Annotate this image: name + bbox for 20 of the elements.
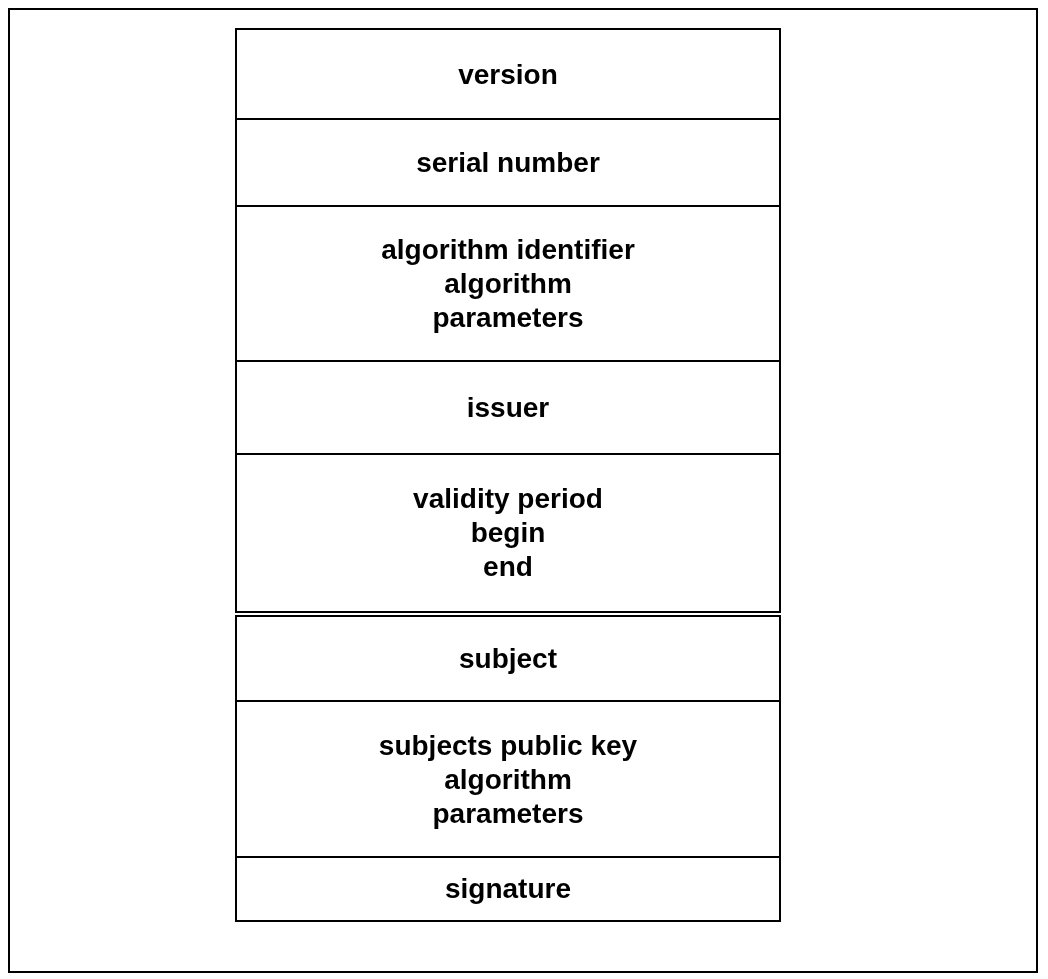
subfield-label: algorithm parameters — [431, 267, 585, 335]
subfield-label: begin — [469, 516, 547, 550]
field-label: validity period — [413, 482, 603, 516]
subfield-label: algorithm parameters — [431, 762, 585, 831]
field-label: issuer — [466, 391, 550, 425]
field-label: subject — [459, 641, 557, 676]
field-label: signature — [445, 872, 571, 906]
subfield-label: end — [482, 550, 534, 584]
field-label: serial number — [416, 145, 600, 180]
field-label: version — [458, 57, 558, 92]
field-label: subjects public key — [378, 728, 638, 763]
field-row — [235, 205, 781, 363]
field-row — [235, 700, 781, 859]
field-row — [235, 28, 781, 121]
field-row — [235, 856, 781, 922]
field-row — [235, 360, 781, 456]
field-label: algorithm identifier — [381, 233, 635, 267]
field-row — [235, 453, 781, 613]
field-row — [235, 118, 781, 207]
field-row — [235, 615, 781, 702]
